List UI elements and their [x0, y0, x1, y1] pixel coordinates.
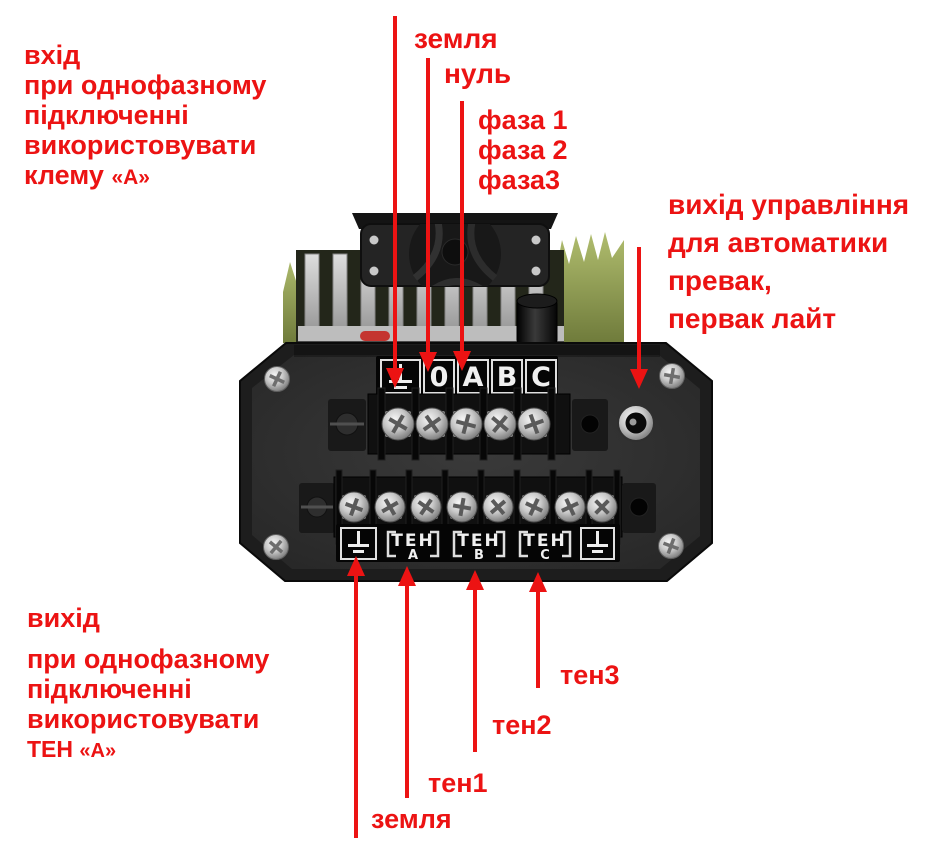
dc-jack — [617, 404, 655, 442]
corner-screws — [263, 363, 685, 560]
input-note-line: підключенні — [24, 100, 189, 130]
phase-labels: фаза 1 фаза 2 фаза3 — [478, 105, 568, 195]
heater-group-c-phase: С — [540, 548, 550, 563]
output-label-strip: ТЕН А ТЕН В ТЕН С — [336, 524, 620, 563]
cooling-fan — [352, 213, 558, 287]
control-note-line: вихід управління — [668, 189, 910, 220]
phase1-label: фаза 1 — [478, 105, 568, 135]
input-note-terminal-token: «А» — [111, 166, 150, 189]
leader-line-neutral — [426, 58, 430, 354]
red-wire — [360, 331, 390, 341]
leader-line-ground-bottom — [354, 576, 358, 838]
leader-line-heater2 — [473, 590, 477, 752]
neutral-label: нуль — [444, 58, 512, 89]
phase3-label: фаза3 — [478, 165, 561, 195]
arrowhead-ground-top — [386, 368, 404, 388]
fan-screws — [369, 235, 541, 276]
ground-top-label: земля — [414, 23, 498, 54]
arrowhead-ground-bottom — [347, 556, 365, 576]
heater-group-a-phase: А — [408, 548, 418, 563]
leader-line-heater3 — [536, 592, 540, 688]
leader-line-phase — [460, 101, 464, 353]
terminal-label-c: C — [531, 362, 551, 393]
input-terminal-block — [328, 387, 608, 461]
input-note-line: клему «А» — [24, 160, 266, 193]
output-note-line: використовувати — [27, 704, 260, 734]
output-note-line: ТЕН «А» — [27, 734, 269, 766]
arrowhead-neutral — [419, 352, 437, 372]
control-note-line: превак, — [668, 265, 772, 296]
phase2-label: фаза 2 — [478, 135, 568, 165]
output-note-line: при однофазному — [27, 644, 270, 674]
heater3-label: тен3 — [560, 660, 620, 690]
input-note-last-prefix: клему — [24, 160, 112, 190]
control-output-note: вихід управління для автоматики превак, … — [668, 186, 909, 338]
heater-group-c-name: ТЕН — [523, 531, 566, 551]
output-note: вихід при однофазному підключенні викори… — [27, 603, 269, 766]
arrowhead-heater2 — [466, 570, 484, 590]
input-note-line: вхід — [24, 40, 81, 70]
heater-group-b-name: ТЕН — [457, 531, 500, 551]
output-terminal-screws — [338, 491, 618, 523]
input-note: вхід при однофазному підключенні викорис… — [24, 40, 266, 193]
earth-ground-icon — [587, 531, 608, 553]
arrowhead-heater1 — [398, 566, 416, 586]
output-note-heater-token: «А» — [79, 740, 117, 762]
leader-line-heater1 — [405, 586, 409, 798]
control-note-line: для автоматики — [668, 227, 889, 258]
output-note-line: підключенні — [27, 674, 192, 704]
heater-group-a-name: ТЕН — [391, 531, 434, 551]
capacitor — [516, 293, 558, 345]
input-note-line: використовувати — [24, 130, 257, 160]
leader-line-ground-top — [393, 16, 397, 370]
heater2-label: тен2 — [492, 710, 552, 740]
control-note-line: первак лайт — [668, 303, 837, 334]
output-note-last-prefix: ТЕН — [27, 736, 80, 762]
leader-line-control-output — [637, 247, 641, 371]
heater-group-b-phase: В — [474, 548, 484, 563]
arrowhead-control-output — [630, 369, 648, 389]
arrowhead-phase — [453, 351, 471, 371]
earth-ground-icon — [348, 531, 369, 553]
input-terminal-screws — [381, 407, 551, 441]
input-note-line: при однофазному — [24, 70, 267, 100]
ground-bottom-label: земля — [371, 804, 452, 834]
terminal-label-b: B — [497, 362, 518, 393]
heater1-label: тен1 — [428, 768, 488, 798]
arrowhead-heater3 — [529, 572, 547, 592]
output-note-line: вихід — [27, 603, 100, 633]
